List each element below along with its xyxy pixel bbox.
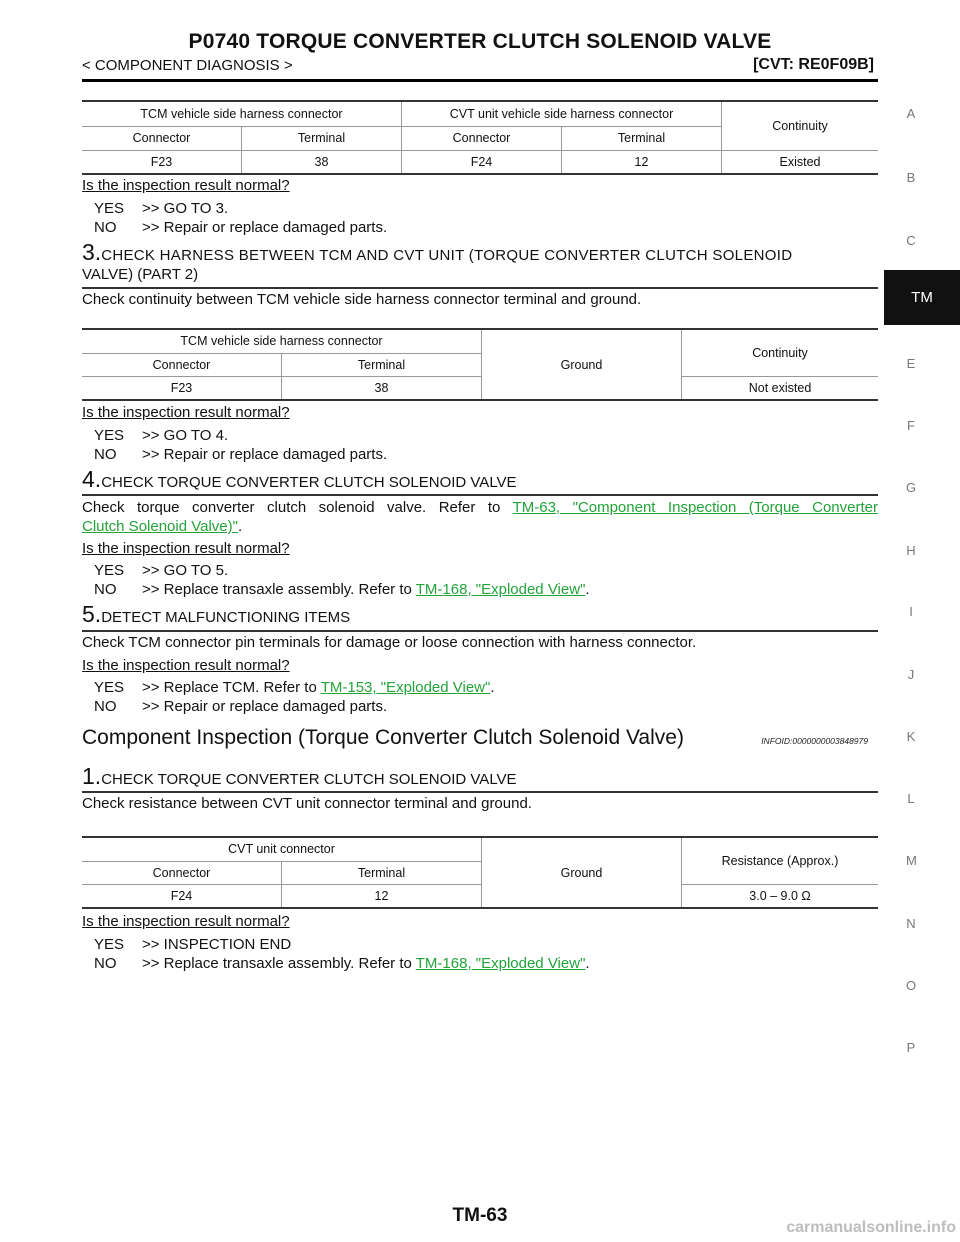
sidebar-letter-h[interactable]: H <box>906 543 916 558</box>
step-4-body: Check torque converter clutch solenoid v… <box>82 499 878 516</box>
table-header: Ground <box>481 328 682 401</box>
step-5-body: Check TCM connector pin terminals for da… <box>82 634 697 651</box>
table-header: Connector <box>82 861 282 885</box>
answer-yes: YES>> GO TO 4. <box>94 427 229 444</box>
step-3-body: Check continuity between TCM vehicle sid… <box>82 291 642 308</box>
step-4-heading: 4.CHECK TORQUE CONVERTER CLUTCH SOLENOID… <box>82 466 517 492</box>
table-header: CVT unit vehicle side harness connector <box>401 100 722 127</box>
table-header: Terminal <box>281 353 482 377</box>
table-header: Connector <box>82 126 242 151</box>
answer-no: NO>> Repair or replace damaged parts. <box>94 698 388 715</box>
table-header: CVT unit connector <box>82 836 482 862</box>
answer-no: NO>> Repair or replace damaged parts. <box>94 446 388 463</box>
answer-no: NO>> Replace transaxle assembly. Refer t… <box>94 581 590 598</box>
table-cell: F24 <box>82 884 282 909</box>
inspection-question: Is the inspection result normal? <box>82 404 290 421</box>
info-id: INFOID:0000000003848979 <box>761 736 868 746</box>
table-header: TCM vehicle side harness connector <box>82 100 402 127</box>
step-3-heading: 3.CHECK HARNESS BETWEEN TCM AND CVT UNIT… <box>82 239 793 265</box>
sidebar-letter-e[interactable]: E <box>906 356 916 371</box>
harness-continuity-table-1: TCM vehicle side harness connector CVT u… <box>82 100 878 175</box>
step-3-heading-cont: VALVE) (PART 2) <box>82 266 199 283</box>
sidebar-letter-p[interactable]: P <box>906 1040 916 1055</box>
table-cell: 38 <box>241 150 402 175</box>
model-label: [CVT: RE0F09B] <box>753 56 874 73</box>
inspection-question: Is the inspection result normal? <box>82 657 290 674</box>
inspection-question: Is the inspection result normal? <box>82 913 290 930</box>
sidebar-letter-n[interactable]: N <box>906 916 916 931</box>
step-rule <box>82 630 878 632</box>
table-header: Resistance (Approx.) <box>681 836 878 885</box>
table-cell: F23 <box>82 150 242 175</box>
table-cell: F24 <box>401 150 562 175</box>
harness-continuity-table-2: TCM vehicle side harness connector Groun… <box>82 328 878 401</box>
step-5-heading: 5.DETECT MALFUNCTIONING ITEMS <box>82 601 351 627</box>
step-rule <box>82 287 878 289</box>
resistance-table: CVT unit connector Ground Resistance (Ap… <box>82 836 878 909</box>
table-cell: Existed <box>721 150 878 175</box>
table-cell: Not existed <box>681 376 878 401</box>
sidebar-letter-j[interactable]: J <box>907 667 915 682</box>
table-header: Terminal <box>561 126 722 151</box>
page-title: P0740 TORQUE CONVERTER CLUTCH SOLENOID V… <box>188 30 772 53</box>
reference-link[interactable]: TM-153, "Exploded View" <box>320 679 491 696</box>
section-title: Component Inspection (Torque Converter C… <box>82 726 684 749</box>
step-rule <box>82 494 878 496</box>
inspection-question: Is the inspection result normal? <box>82 177 290 194</box>
answer-no: NO>> Replace transaxle assembly. Refer t… <box>94 955 590 972</box>
table-cell: 12 <box>561 150 722 175</box>
sidebar-letter-f[interactable]: F <box>907 418 915 433</box>
sidebar-active-tab[interactable]: TM <box>884 270 960 325</box>
table-header: Continuity <box>681 328 878 377</box>
sidebar-letter-a[interactable]: A <box>906 106 916 121</box>
sidebar-letter-o[interactable]: O <box>906 978 917 993</box>
section-label: < COMPONENT DIAGNOSIS > <box>82 57 293 74</box>
step-1-heading: 1.CHECK TORQUE CONVERTER CLUTCH SOLENOID… <box>82 763 517 789</box>
table-header: Continuity <box>721 100 878 151</box>
step-1-body: Check resistance between CVT unit connec… <box>82 795 532 812</box>
reference-link[interactable]: TM-168, "Exploded View" <box>415 581 586 598</box>
watermark: carmanualsonline.info <box>786 1219 956 1236</box>
table-header: Connector <box>82 353 282 377</box>
sidebar-letter-l[interactable]: L <box>907 791 915 806</box>
table-cell: 3.0 – 9.0 Ω <box>681 884 878 909</box>
inspection-question: Is the inspection result normal? <box>82 540 290 557</box>
header-rule <box>82 79 878 82</box>
sidebar-letter-i[interactable]: I <box>909 604 913 619</box>
sidebar-letter-b[interactable]: B <box>906 170 916 185</box>
reference-link[interactable]: TM-168, "Exploded View" <box>415 955 586 972</box>
table-header: Terminal <box>241 126 402 151</box>
answer-no: NO>> Repair or replace damaged parts. <box>94 219 388 236</box>
reference-link[interactable]: Clutch Solenoid Valve)" <box>82 518 238 535</box>
step-4-body-cont: Clutch Solenoid Valve)". <box>82 518 243 535</box>
table-header: TCM vehicle side harness connector <box>82 328 482 354</box>
step-rule <box>82 791 878 793</box>
table-header: Terminal <box>281 861 482 885</box>
sidebar-letter-c[interactable]: C <box>906 233 916 248</box>
sidebar-letter-m[interactable]: M <box>906 853 917 868</box>
sidebar-letter-g[interactable]: G <box>906 480 917 495</box>
answer-yes: YES>> INSPECTION END <box>94 936 292 953</box>
table-cell: 12 <box>281 884 482 909</box>
answer-yes: YES>> GO TO 5. <box>94 562 229 579</box>
table-cell: 38 <box>281 376 482 401</box>
page-number: TM-63 <box>452 1205 508 1226</box>
table-cell: F23 <box>82 376 282 401</box>
answer-yes: YES>> Replace TCM. Refer to TM-153, "Exp… <box>94 679 495 696</box>
table-header: Ground <box>481 836 682 909</box>
reference-link[interactable]: TM-63, "Component Inspection (Torque Con… <box>512 499 878 516</box>
table-header: Connector <box>401 126 562 151</box>
sidebar-letter-k[interactable]: K <box>906 729 916 744</box>
answer-yes: YES>> GO TO 3. <box>94 200 229 217</box>
